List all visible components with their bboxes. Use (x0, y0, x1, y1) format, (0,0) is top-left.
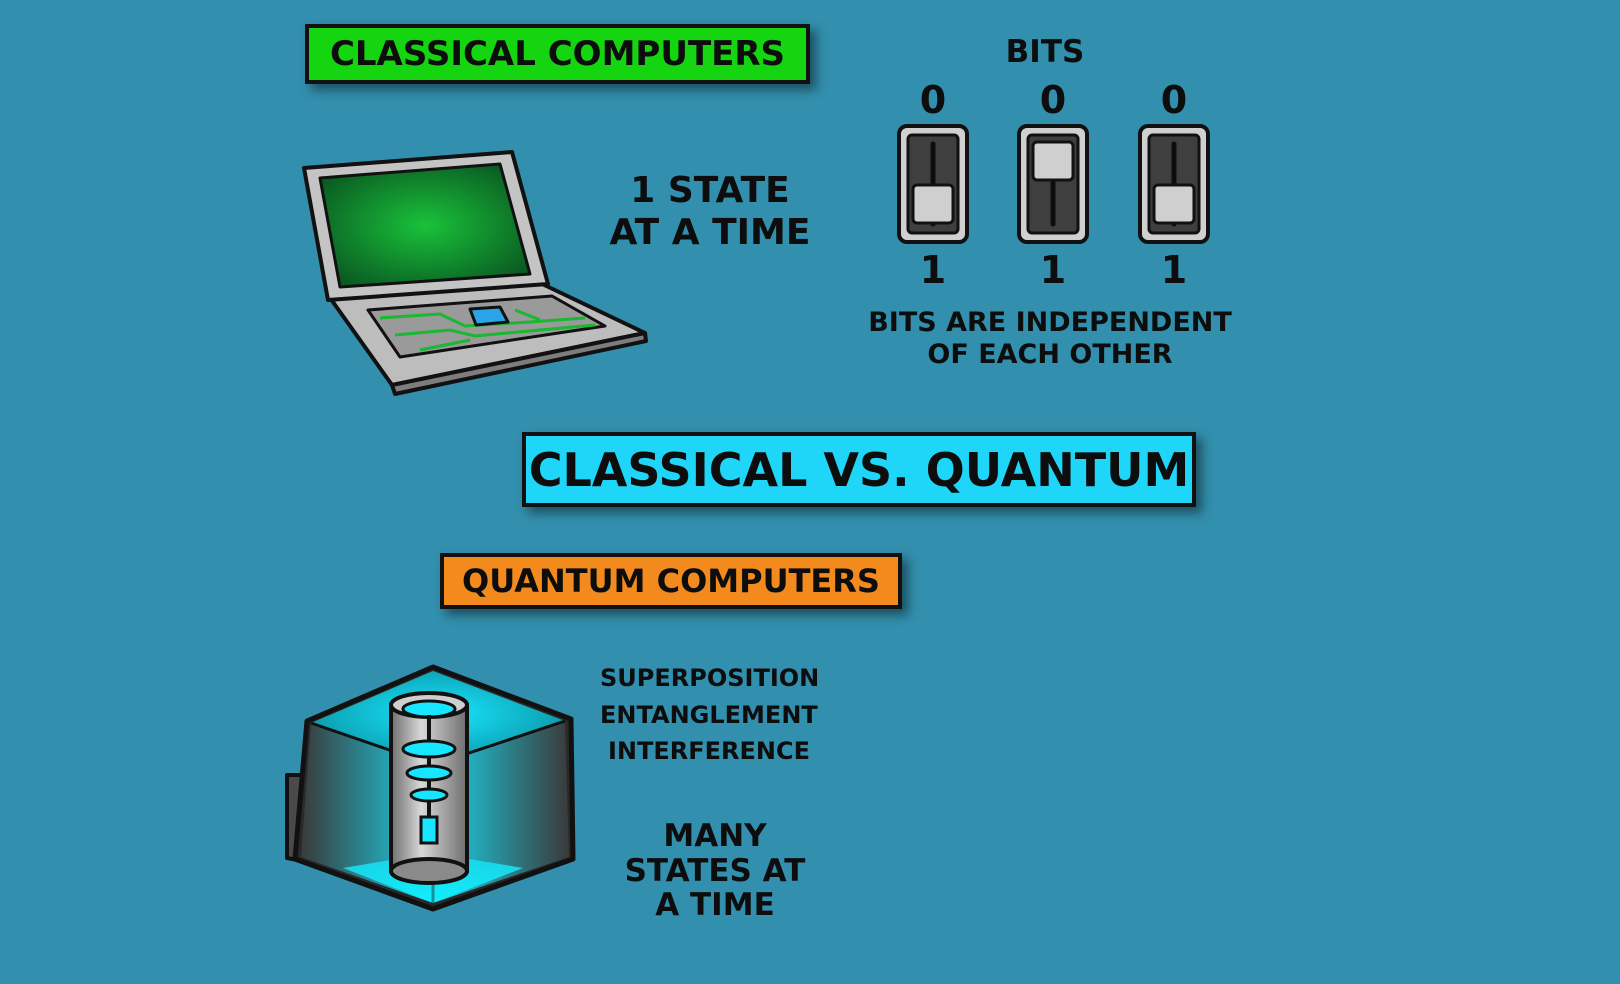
many-states-line3: A TIME (655, 887, 775, 923)
classical-vs-quantum-label: CLASSICAL VS. QUANTUM (528, 442, 1190, 497)
many-states-line2: STATES AT (624, 853, 806, 889)
bits-title: BITS (1005, 34, 1085, 70)
bits-caption-line2: OF EACH OTHER (927, 339, 1173, 370)
bit-switch-2-knob (1031, 140, 1075, 182)
bits-caption-line1: BITS ARE INDEPENDENT (868, 307, 1232, 338)
one-state-text: 1 STATE (630, 170, 790, 211)
bit-switch-2[interactable] (1015, 122, 1091, 246)
bit-1-zero-label: 0 (919, 78, 947, 122)
classical-vs-quantum-banner: CLASSICAL VS. QUANTUM (522, 432, 1196, 507)
bit-switch-3-knob (1152, 183, 1196, 225)
at-a-time-text: AT A TIME (609, 212, 811, 253)
bit-2-one-label: 1 (1039, 248, 1067, 292)
laptop-icon (302, 150, 648, 396)
classical-computers-label: CLASSICAL COMPUTERS (329, 34, 786, 74)
quantum-computers-label: QUANTUM COMPUTERS (462, 562, 880, 600)
classical-computers-banner: CLASSICAL COMPUTERS (305, 24, 810, 84)
interference-text: INTERFERENCE (608, 737, 811, 765)
bit-3-zero-label: 0 (1160, 78, 1188, 122)
bit-switch-1-knob (911, 183, 955, 225)
bit-3-one-label: 1 (1160, 248, 1188, 292)
bit-switch-1[interactable] (895, 122, 971, 246)
superposition-text: SUPERPOSITION (600, 664, 820, 692)
bit-2-zero-label: 0 (1039, 78, 1067, 122)
bit-1-one-label: 1 (919, 248, 947, 292)
quantum-chip-icon (285, 664, 576, 912)
entanglement-text: ENTANGLEMENT (600, 701, 818, 729)
bit-switch-3[interactable] (1136, 122, 1212, 246)
many-states-line1: MANY (663, 818, 767, 854)
quantum-computers-banner: QUANTUM COMPUTERS (440, 553, 902, 609)
